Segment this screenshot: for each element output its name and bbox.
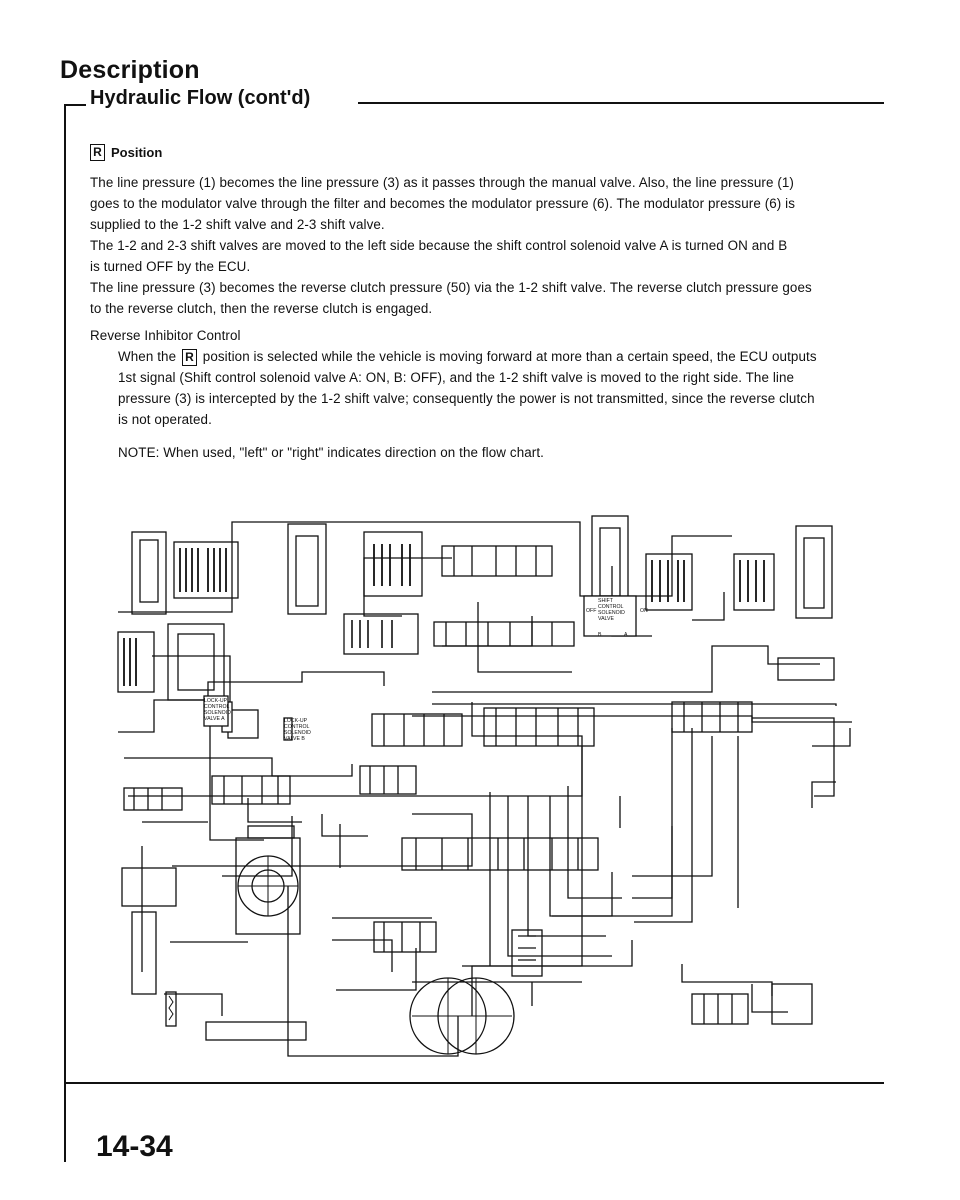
reverse-inhibitor-line: When the R position is selected while th… bbox=[118, 346, 880, 367]
reverse-inhibitor-line: pressure (3) is intercepted by the 1-2 s… bbox=[118, 391, 815, 406]
paragraph-line: is turned OFF by the ECU. bbox=[90, 259, 251, 274]
reverse-inhibitor-heading: Reverse Inhibitor Control bbox=[90, 328, 241, 343]
lockup-a-label: SOLENOID bbox=[204, 710, 231, 716]
subtitle: Hydraulic Flow (cont'd) bbox=[90, 87, 311, 109]
shift-solenoid-label: SHIFT bbox=[598, 598, 614, 604]
note-text: NOTE: When used, "left" or "right" indic… bbox=[118, 445, 544, 460]
position-label: Position bbox=[111, 145, 163, 160]
paragraph-line: to the reverse clutch, then the reverse … bbox=[90, 301, 433, 316]
reverse-line-post: position is selected while the vehicle i… bbox=[202, 349, 817, 364]
frame-left-rule bbox=[64, 104, 66, 1162]
paragraph-line: The 1-2 and 2-3 shift valves are moved t… bbox=[90, 238, 788, 253]
paragraph-line: supplied to the 1-2 shift valve and 2-3 … bbox=[90, 217, 385, 232]
solenoid-b-label: B bbox=[598, 632, 602, 638]
solenoid-a-label: A bbox=[624, 632, 628, 638]
accumulators bbox=[117, 515, 833, 701]
shift-solenoid-label: VALVE bbox=[598, 616, 614, 622]
reverse-inhibitor-line: is not operated. bbox=[118, 412, 212, 427]
lockup-a-label: VALVE A bbox=[204, 716, 225, 722]
components bbox=[165, 709, 813, 1055]
position-heading: R Position bbox=[90, 144, 162, 161]
position-letter-box: R bbox=[181, 349, 197, 366]
position-letter-box: R bbox=[90, 144, 105, 161]
page-number: 14-34 bbox=[96, 1130, 173, 1163]
paragraph-line: The line pressure (3) becomes the revers… bbox=[90, 280, 812, 295]
solenoid-labels: SHIFT CONTROL SOLENOID VALVE OFF ON B A … bbox=[203, 595, 648, 742]
lockup-b-label: VALVE B bbox=[284, 736, 305, 742]
solenoid-off-label: OFF bbox=[586, 608, 596, 614]
lockup-b-label: LOCK-UP bbox=[284, 718, 308, 724]
hydraulic-lines bbox=[118, 521, 852, 1057]
lockup-b-label: CONTROL bbox=[284, 724, 309, 730]
lockup-b-label: SOLENOID bbox=[284, 730, 311, 736]
solenoid-on-label: ON bbox=[640, 608, 648, 614]
reverse-line-pre: When the bbox=[118, 349, 177, 364]
shift-solenoid-label: CONTROL bbox=[598, 604, 623, 610]
shift-solenoid-label: SOLENOID bbox=[598, 610, 625, 616]
lockup-a-label: CONTROL bbox=[204, 704, 229, 710]
spool-valves bbox=[121, 545, 835, 1025]
reverse-inhibitor-line: 1st signal (Shift control solenoid valve… bbox=[118, 370, 795, 385]
body-text: The line pressure (1) becomes the line p… bbox=[90, 172, 880, 463]
bottom-rule bbox=[64, 1082, 884, 1084]
frame-top-tick bbox=[64, 104, 86, 106]
paragraph-line: goes to the modulator valve through the … bbox=[90, 196, 796, 211]
paragraph-line: The line pressure (1) becomes the line p… bbox=[90, 175, 794, 190]
section-title: Description bbox=[60, 56, 200, 84]
hydraulic-flow-diagram: SHIFT CONTROL SOLENOID VALVE OFF ON B A … bbox=[117, 515, 852, 1057]
subtitle-rule bbox=[358, 102, 884, 104]
lockup-a-label: LOCK-UP bbox=[204, 698, 228, 704]
